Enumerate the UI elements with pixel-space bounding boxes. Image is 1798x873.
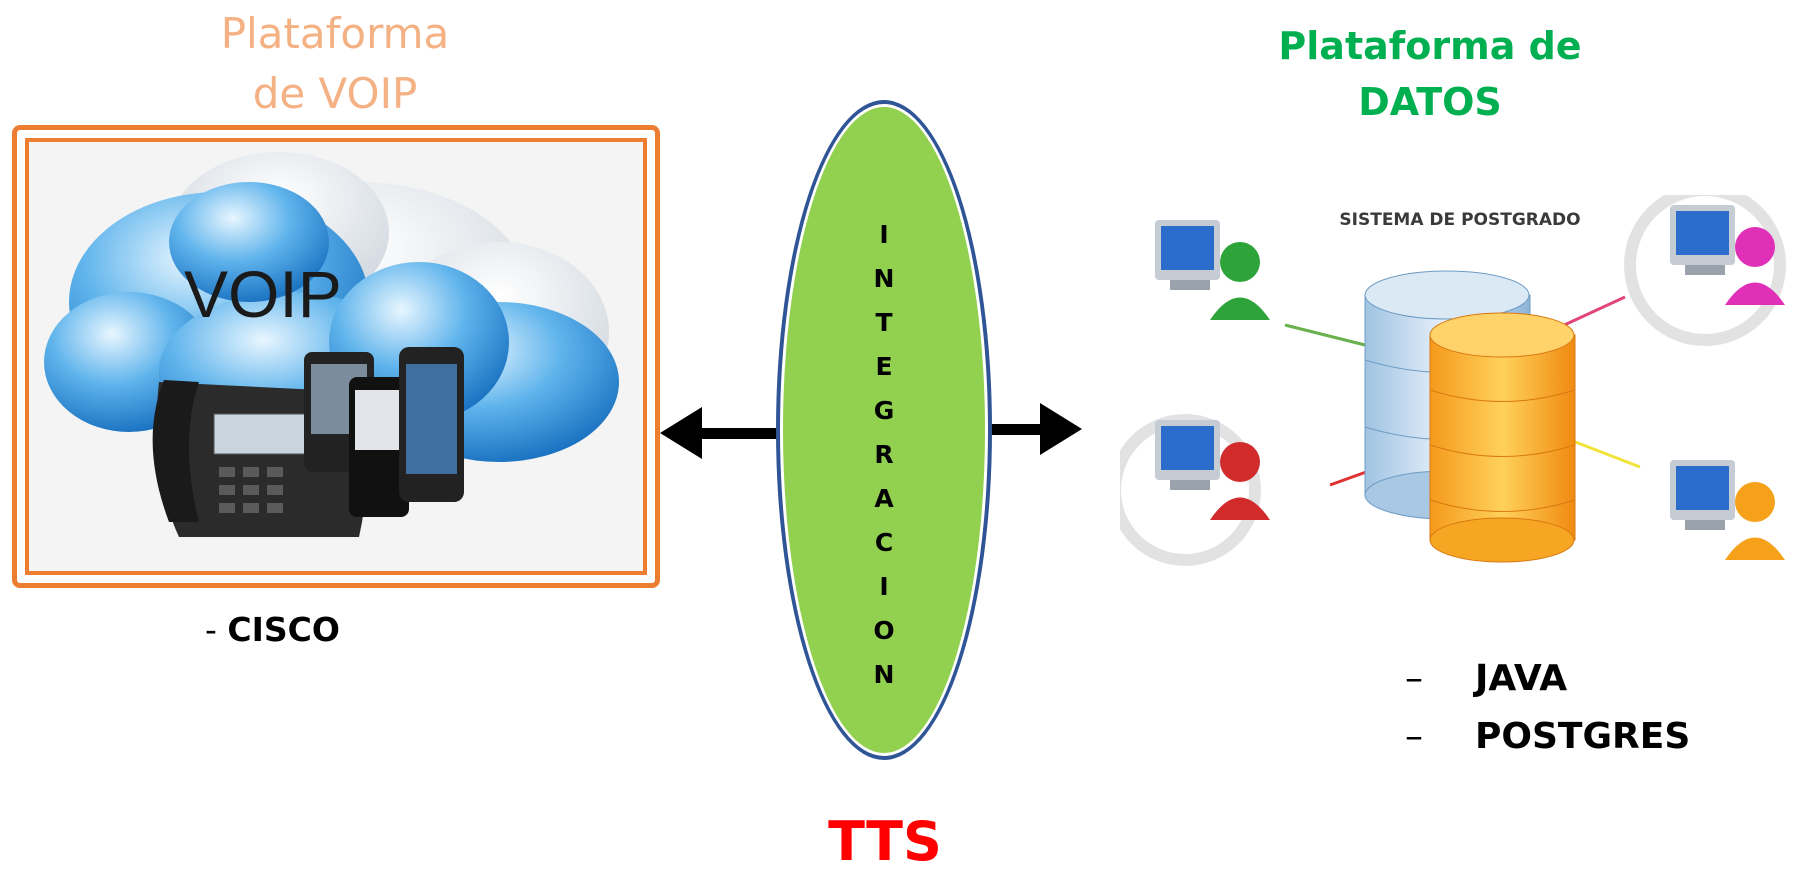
integration-letter: A	[874, 484, 894, 513]
caption-dash: -	[205, 610, 228, 649]
integration-letter: O	[873, 616, 895, 645]
voip-platform-title: Plataforma de VOIP	[220, 9, 450, 118]
integration-letter: R	[874, 440, 894, 469]
integration-ellipse	[776, 100, 992, 760]
integration-letter: N	[873, 660, 895, 689]
connection-line	[1564, 436, 1641, 469]
list-bullet: –	[1405, 716, 1423, 757]
technology-list: – JAVA – POSTGRES	[1405, 650, 1690, 766]
system-label: SISTEMA DE POSTGRADO	[1339, 210, 1581, 230]
right-arrow-icon	[985, 403, 1082, 455]
integration-letter: T	[875, 308, 893, 337]
voip-illustration: VOIP	[44, 152, 619, 537]
list-bullet: –	[1405, 658, 1423, 699]
data-platform-title: Plataforma de DATOS	[1278, 24, 1582, 124]
data-platform-illustration	[1120, 195, 1786, 566]
cloud-label: VOIP	[184, 257, 342, 331]
user-computer-icon	[1670, 205, 1785, 305]
integration-letter: C	[874, 528, 894, 557]
integration-letter: E	[875, 352, 893, 381]
smartphone-icon	[304, 347, 464, 517]
integration-letters: I N T E G R A C I O N	[839, 213, 929, 697]
integration-letter: I	[879, 220, 889, 249]
integration-letter: G	[873, 396, 895, 425]
swirl-decoration	[1624, 195, 1786, 346]
voip-caption: - CISCO	[205, 610, 340, 649]
voip-frame-outer	[12, 125, 660, 588]
user-computer-icon	[1155, 220, 1270, 320]
list-item-label: POSTGRES	[1475, 716, 1691, 757]
connection-line	[1284, 323, 1366, 347]
integration-letter: I	[879, 572, 889, 601]
caption-cisco: CISCO	[227, 610, 340, 649]
list-item-label: JAVA	[1475, 658, 1568, 699]
user-computer-icon	[1155, 420, 1270, 520]
database-icon	[1429, 312, 1576, 563]
integration-letter: N	[873, 264, 895, 293]
integration-diagram	[660, 100, 1082, 760]
list-item: – POSTGRES	[1405, 708, 1690, 766]
user-computer-icon	[1670, 460, 1785, 560]
list-item: – JAVA	[1405, 650, 1690, 708]
tts-label: TTS	[828, 810, 942, 873]
left-arrow-icon	[660, 407, 790, 459]
